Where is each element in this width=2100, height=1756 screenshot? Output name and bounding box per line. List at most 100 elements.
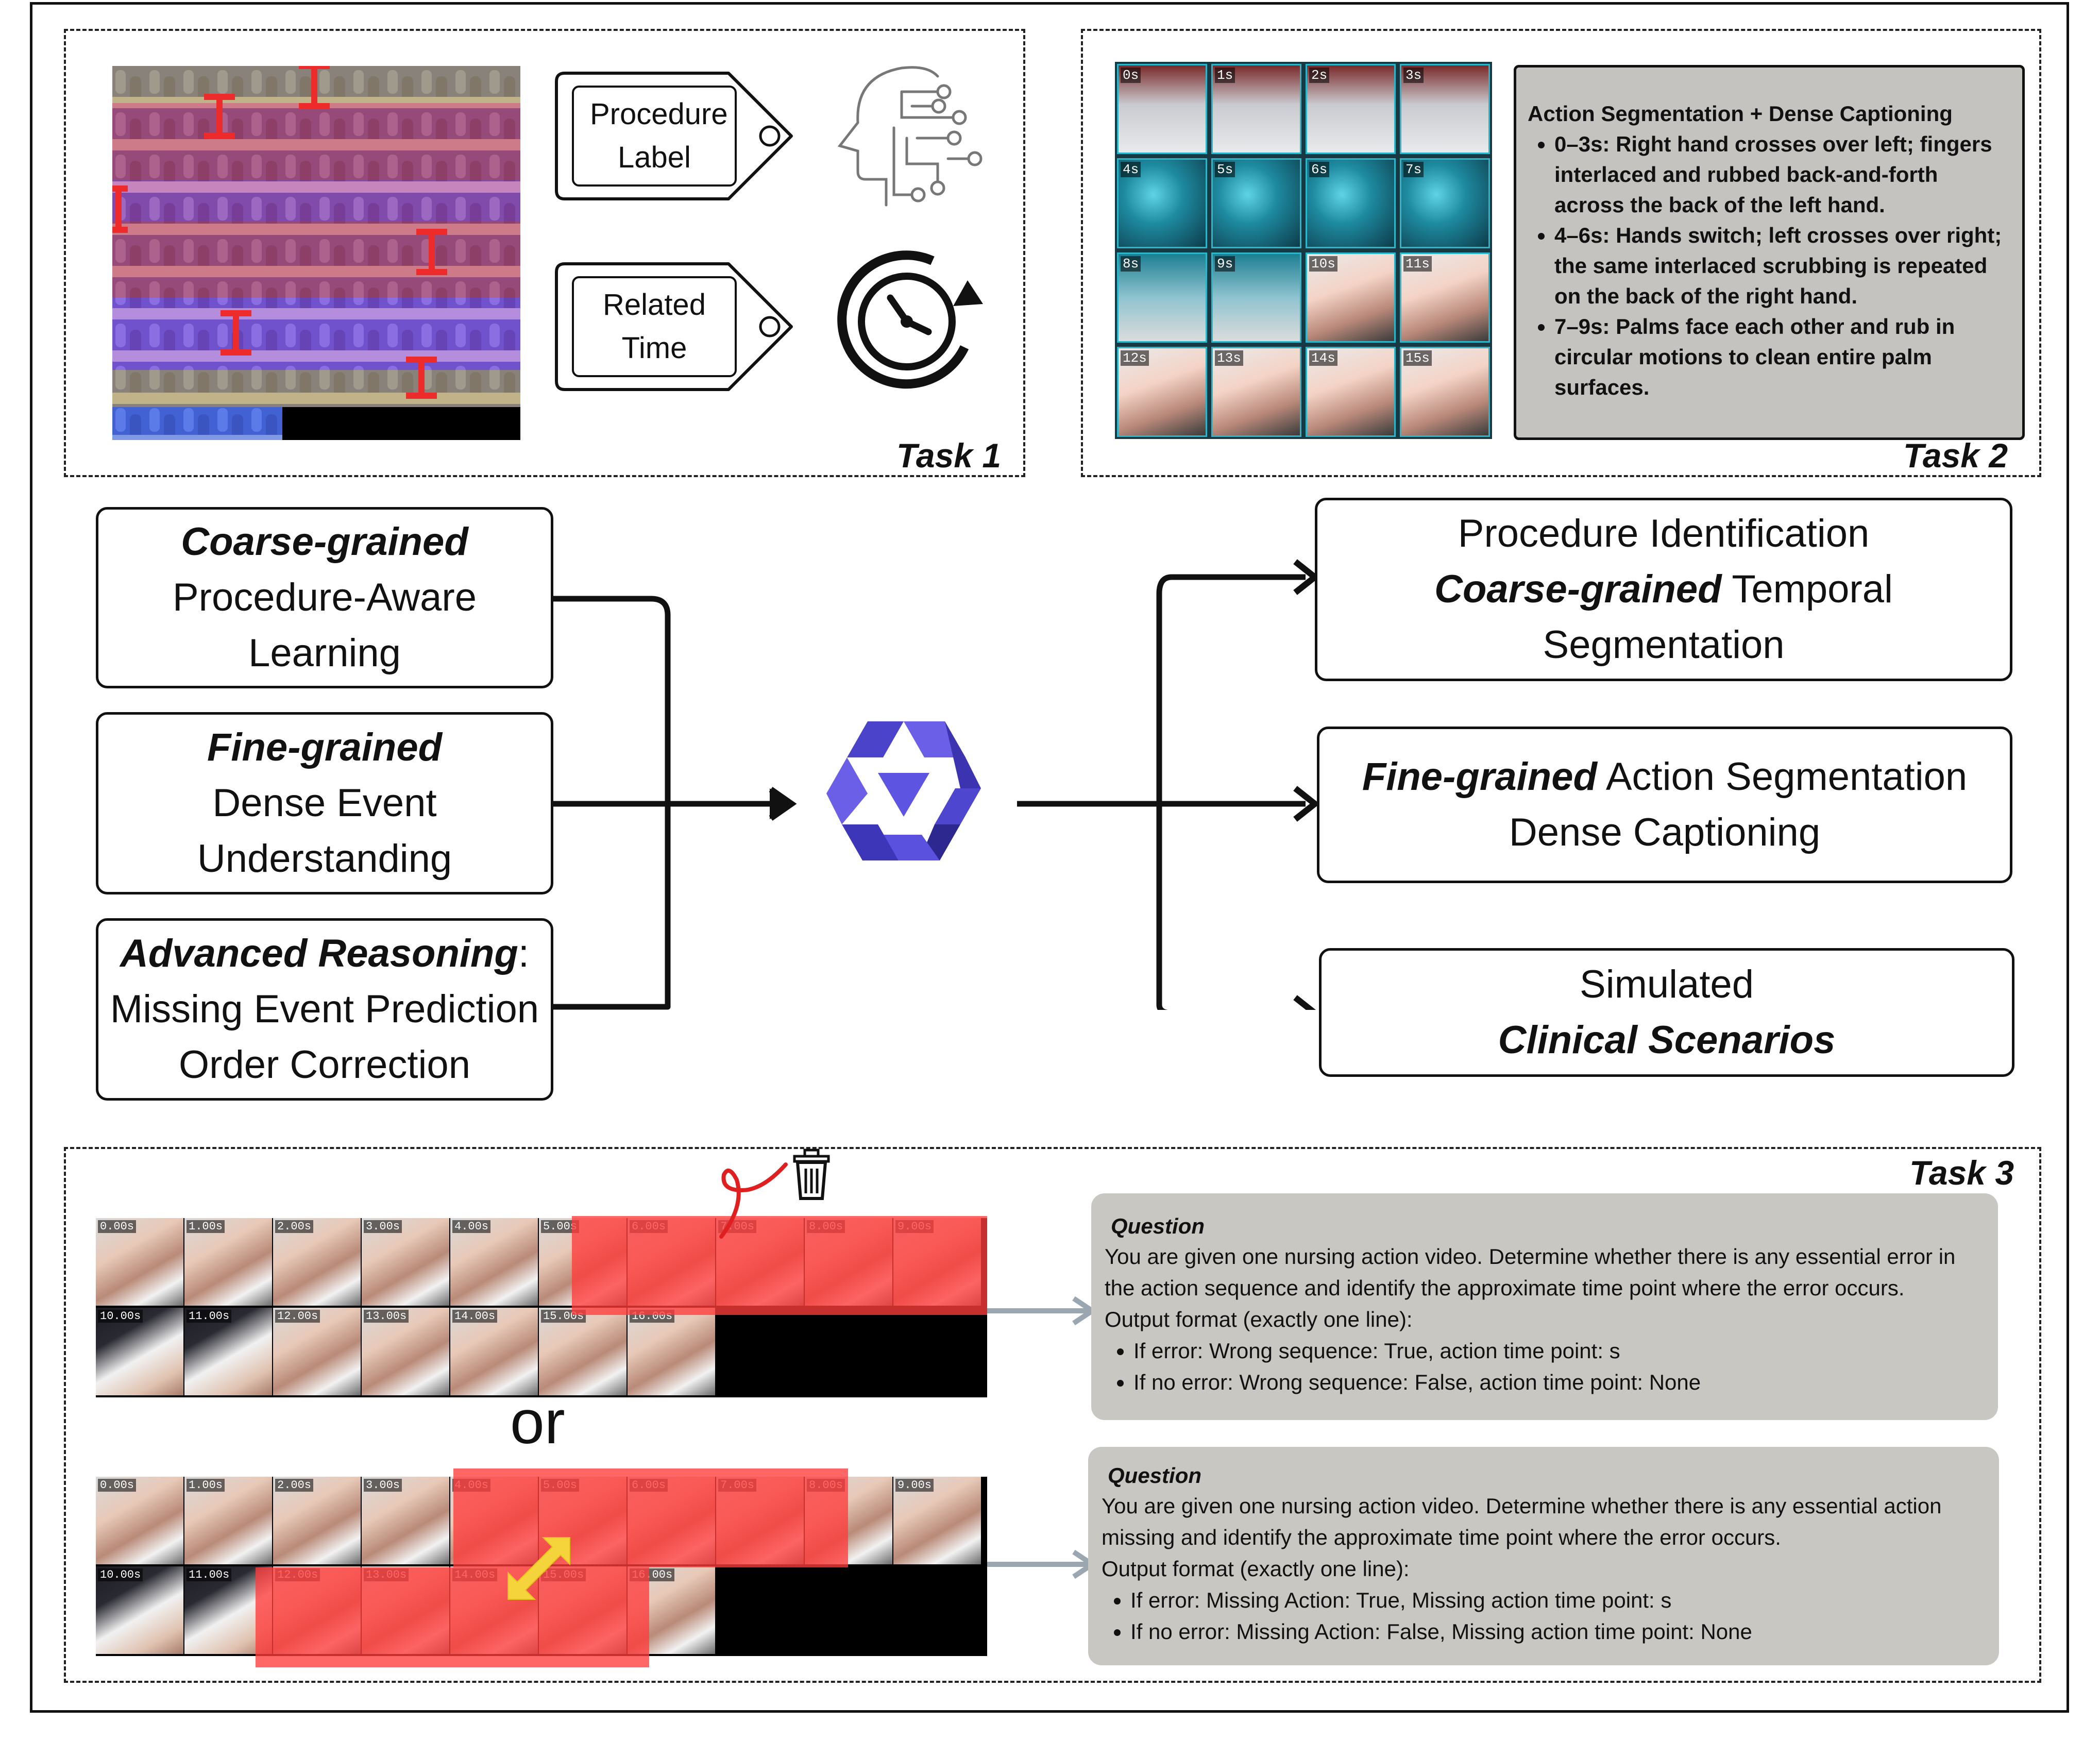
question-body: You are given one nursing action video. … xyxy=(1102,1494,1942,1549)
related-time-text: Related Time xyxy=(572,276,737,377)
video-frame: 4.00s xyxy=(450,1218,538,1306)
question-format: Output format (exactly one line): xyxy=(1102,1557,1410,1581)
caption-item: 4–6s: Hands switch; left crosses over ri… xyxy=(1554,220,2013,311)
frame-timestamp: 2.00s xyxy=(275,1479,314,1492)
question-box-wrong-sequence: Question You are given one nursing actio… xyxy=(1091,1193,1998,1420)
video-frame: 15.00s xyxy=(539,1308,626,1395)
outer-frame xyxy=(30,2,2069,1713)
frame-timestamp: 10s xyxy=(1309,256,1337,272)
video-frame: 2.00s xyxy=(273,1477,361,1564)
out1-line1: Procedure Identification xyxy=(1458,512,1870,555)
out1-line2-rest: Temporal xyxy=(1721,567,1893,611)
video-frame: 3.00s xyxy=(362,1218,449,1306)
coarse-line1: Procedure-Aware xyxy=(172,576,477,619)
task1-label: Task 1 xyxy=(896,436,1002,475)
question-title: Question xyxy=(1108,1463,1202,1488)
question-option: If error: Missing Action: True, Missing … xyxy=(1130,1584,1986,1616)
grid-frame: 6s xyxy=(1306,158,1396,248)
clinical-scenarios-output-box: Simulated Clinical Scenarios xyxy=(1319,948,2014,1077)
question-title: Question xyxy=(1111,1214,1205,1238)
frame-timestamp: 4.00s xyxy=(452,1220,491,1233)
advanced-reasoning-input-box: Advanced Reasoning: Missing Event Predic… xyxy=(96,918,553,1101)
coarse-em: Coarse-grained xyxy=(181,520,468,564)
video-frame: 9.00s xyxy=(893,1477,981,1564)
caption-item: 7–9s: Palms face each other and rub in c… xyxy=(1554,311,2013,402)
grid-frame: 13s xyxy=(1211,347,1301,437)
video-strip-wrong-order: 0.00s1.00s2.00s3.00s4.00s5.00s6.00s7.00s… xyxy=(96,1218,987,1397)
frame-timestamp: 4s xyxy=(1121,162,1141,177)
task3-panel xyxy=(64,1147,2041,1683)
out2-em: Fine-grained xyxy=(1362,755,1597,799)
frame-timestamp: 13s xyxy=(1215,350,1243,366)
video-frame: 11.00s xyxy=(184,1308,272,1395)
out3-em: Clinical Scenarios xyxy=(1498,1018,1836,1062)
missing-highlight-top xyxy=(453,1468,848,1567)
task1-panel xyxy=(64,29,1025,477)
frame-timestamp: 6s xyxy=(1309,162,1330,177)
video-frame: 16.00s xyxy=(628,1308,715,1395)
frame-timestamp: 0.00s xyxy=(98,1479,137,1492)
frame-timestamp: 3.00s xyxy=(364,1220,402,1233)
procedure-label-text: Procedure Label xyxy=(572,86,737,187)
fine-em: Fine-grained xyxy=(207,725,443,769)
cut-line-icon xyxy=(719,1162,788,1239)
frame-timestamp: 3.00s xyxy=(364,1479,402,1492)
advanced-em: Advanced Reasoning xyxy=(120,932,518,975)
or-separator: or xyxy=(510,1388,565,1457)
trash-icon xyxy=(793,1149,830,1200)
frame-timestamp: 12.00s xyxy=(275,1310,320,1323)
grid-frame: 1s xyxy=(1211,64,1301,154)
frame-timestamp: 1s xyxy=(1215,67,1235,83)
dense-caption-box: Action Segmentation + Dense Captioning 0… xyxy=(1514,65,2025,440)
grid-frame: 14s xyxy=(1306,347,1396,437)
video-frame: 3.00s xyxy=(362,1477,449,1564)
coarse-grained-input-box: Coarse-grained Procedure-Aware Learning xyxy=(96,507,553,688)
output-connectors xyxy=(1017,559,1320,1010)
video-frame: 14.00s xyxy=(450,1308,538,1395)
grid-frame: 15s xyxy=(1400,347,1490,437)
advanced-line2: Order Correction xyxy=(179,1043,470,1087)
gray-arrow-2 xyxy=(987,1549,1097,1579)
ai-head-icon xyxy=(837,66,983,207)
frame-timestamp: 11s xyxy=(1403,256,1432,272)
grid-frame: 12s xyxy=(1117,347,1207,437)
frame-timestamp: 14s xyxy=(1309,350,1337,366)
swap-arrow-icon xyxy=(507,1537,570,1600)
video-frame: 1.00s xyxy=(184,1477,272,1564)
frame-timestamp: 0s xyxy=(1121,67,1141,83)
frame-timestamp: 9.00s xyxy=(895,1479,934,1492)
question-box-missing-action: Question You are given one nursing actio… xyxy=(1088,1447,1999,1665)
video-frame: 12.00s xyxy=(273,1308,361,1395)
out2-line1-rest: Action Segmentation xyxy=(1597,755,1968,799)
frame-timestamp: 1.00s xyxy=(187,1479,225,1492)
caption-list: 0–3s: Right hand crosses over left; fing… xyxy=(1528,129,2013,402)
grid-frame: 7s xyxy=(1400,158,1490,248)
grid-frame: 5s xyxy=(1211,158,1301,248)
procedure-label-mosaic xyxy=(112,66,520,440)
fine-grained-input-box: Fine-grained Dense Event Understanding xyxy=(96,712,553,894)
frame-timestamp: 0.00s xyxy=(98,1220,137,1233)
video-frame: 10.00s xyxy=(96,1308,183,1395)
frame-timestamp: 5s xyxy=(1215,162,1235,177)
out3-line1: Simulated xyxy=(1580,963,1754,1006)
grid-frame: 3s xyxy=(1400,64,1490,154)
out1-line3: Segmentation xyxy=(1543,623,1785,667)
frame-timestamp: 10.00s xyxy=(98,1310,143,1323)
video-frame: 1.00s xyxy=(184,1218,272,1306)
frame-timestamp: 10.00s xyxy=(98,1568,143,1581)
question-option: If no error: Missing Action: False, Miss… xyxy=(1130,1616,1986,1647)
frame-timestamp: 2.00s xyxy=(275,1220,314,1233)
video-frame: 10.00s xyxy=(96,1566,183,1654)
question-options: If error: Missing Action: True, Missing … xyxy=(1102,1584,1986,1647)
task2-label: Task 2 xyxy=(1903,436,2008,475)
video-frame: 13.00s xyxy=(362,1308,449,1395)
advanced-colon: : xyxy=(518,932,529,975)
fine-line2: Understanding xyxy=(197,837,452,881)
question-options: If error: Wrong sequence: True, action t… xyxy=(1105,1335,1985,1398)
out2-line2: Dense Captioning xyxy=(1509,811,1821,854)
frame-timestamp: 11.00s xyxy=(187,1310,232,1323)
advanced-line1: Missing Event Prediction xyxy=(110,987,539,1031)
procedure-identification-output-box: Procedure Identification Coarse-grained … xyxy=(1315,498,2012,681)
grid-frame: 8s xyxy=(1117,252,1207,343)
